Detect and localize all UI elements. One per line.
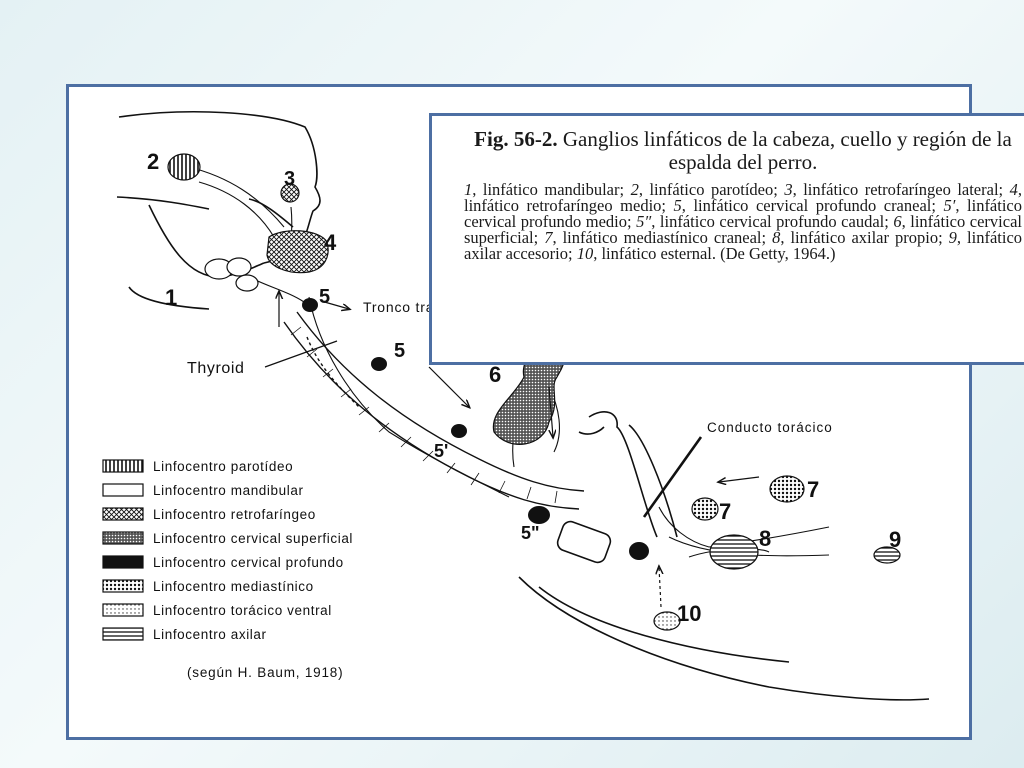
legend-label: Linfocentro retrofaríngeo [153,507,316,522]
caption-item-text: , linfático mediastínico craneal; [552,228,773,247]
caption-item-text: , linfático cervical profundo medio; [464,196,1022,231]
node-cervical-deep-middle [451,424,467,438]
caption-item-text: , linfático axilar propio; [780,228,949,247]
caption-item-text: , linfático esternal. [593,244,721,263]
thoracic-duct-terminus [629,542,649,560]
node-mediastinal-cranial-2 [769,475,805,503]
caption-title-text: Ganglios linfáticos de la cabeza, cuello… [562,127,1012,174]
node-mediastinal-cranial [691,497,719,521]
node-axillary [709,534,759,570]
caption-items: 1, linfático mandibular; 2, linfático pa… [464,180,1023,263]
node-number-5-prime: 5' [434,441,448,461]
label-thyroid: Thyroid [187,360,245,377]
label-attribution: (según H. Baum, 1918) [187,665,343,680]
node-mandibular [204,257,259,292]
caption-item-number: 9 [948,228,957,247]
node-number-9: 9 [889,527,901,552]
node-number-7-second: 7 [807,477,819,502]
node-cervical-deep-caudal [528,506,550,524]
caption-item-text: , linfático retrofaríngeo medio; [464,180,1022,215]
legend-label: Linfocentro mediastínico [153,579,314,594]
node-cervical-deep-cranial-2 [371,357,387,371]
caption-item-text: , linfático cervical profundo caudal; [651,212,894,231]
node-number-5-double-prime: 5" [521,523,540,543]
caption-item-number: 4 [1009,180,1018,199]
caption-title: Fig. 56-2. Ganglios linfáticos de la cab… [464,128,1022,174]
legend-swatch-crosshatch [102,507,144,521]
caption-item-number: 10 [576,244,594,263]
legend-swatch-solid [102,555,144,569]
node-number-10: 10 [677,601,701,626]
legend-label: Linfocentro mandibular [153,483,304,498]
caption-source: (De Getty, 1964.) [720,244,836,263]
caption-item-number: 6 [893,212,902,231]
legend-swatch-fine-dots [102,603,144,617]
legend-swatch-dense-stipple [102,531,144,545]
node-retropharyngeal-medial [266,230,329,274]
legend-label: Linfocentro torácico ventral [153,603,332,618]
caption-item-text: , linfático parotídeo; [638,180,785,199]
caption-item-number: 5″ [636,212,652,231]
legend-swatch-blank [102,483,144,497]
node-number-8: 8 [759,526,771,551]
caption-item-number: 1 [464,180,473,199]
node-sternal [653,611,681,631]
caption-box: Fig. 56-2. Ganglios linfáticos de la cab… [429,113,1024,365]
caption-item-text: , linfático retrofaríngeo lateral; [792,180,1010,199]
caption-item-text: , linfático axilar accesorio; [464,228,1023,263]
legend-label: Linfocentro cervical superficial [153,531,353,546]
legend-swatch-horizontal-hatch [102,627,144,641]
caption-item-number: 7 [544,228,553,247]
node-parotid [167,153,201,181]
legend-label: Linfocentro cervical profundo [153,555,344,570]
node-number-2: 2 [147,149,159,174]
node-number-7-cranial: 7 [719,499,731,524]
node-number-4: 4 [324,230,337,255]
node-number-5-second: 5 [394,340,405,362]
legend-label: Linfocentro parotídeo [153,459,293,474]
label-conducto-toracico: Conducto torácico [707,420,833,435]
leader-lines [264,292,760,608]
caption-item-number: 2 [630,180,639,199]
forelimb-bone [578,411,678,538]
chest-outline [518,520,930,701]
node-number-3: 3 [284,168,295,190]
node-number-5-cranial: 5 [319,286,330,308]
node-number-1: 1 [165,285,177,310]
node-axillary-accessory [873,546,901,564]
lymph-node-diagram: 2 3 4 1 5 5 5' 5" 6 7 7 8 9 10 Tronco tr… [102,110,930,701]
legend-swatch-vertical-hatch [102,459,144,473]
node-retropharyngeal-lateral [280,183,300,203]
legend-swatch-dots [102,579,144,593]
caption-item-text: , linfático cervical profundo craneal; [681,196,944,215]
caption-item-text: , linfático mandibular; [472,180,631,199]
caption-item-number: 5 [673,196,682,215]
caption-item-number: 8 [772,228,781,247]
caption-item-number: 3 [784,180,793,199]
node-number-6: 6 [489,362,501,387]
node-cervical-deep-cranial [302,298,318,312]
figure-frame: 2 3 4 1 5 5 5' 5" 6 7 7 8 9 10 Tronco tr… [66,84,1024,740]
caption-item-number: 5′ [943,196,956,215]
caption-item-text: , linfático cervical superficial; [464,212,1022,247]
legend-label: Linfocentro axilar [153,627,267,642]
figure-number: Fig. 56-2. [474,127,558,151]
